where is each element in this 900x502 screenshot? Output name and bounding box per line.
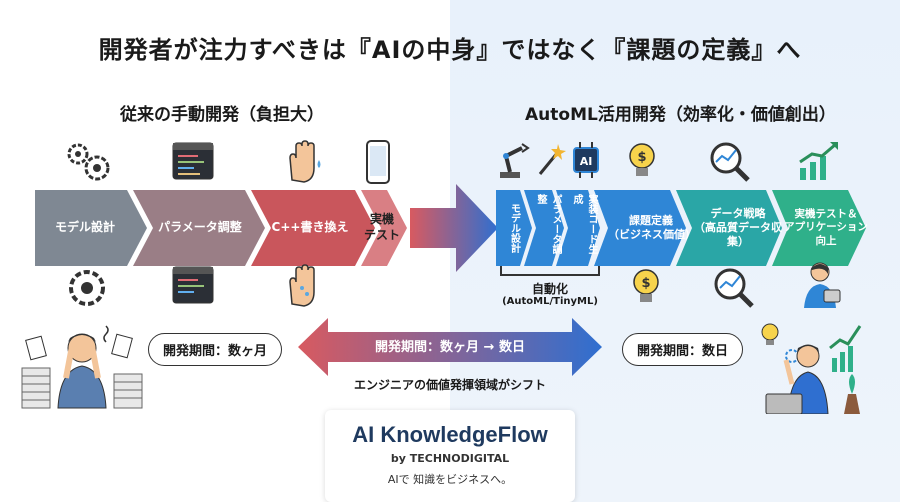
right-duration-bubble: 開発期間：数日	[622, 333, 744, 366]
transition-arrow	[410, 184, 498, 272]
auto-step-model-design: モデル設計	[508, 203, 520, 253]
step-model-design: モデル設計	[54, 220, 115, 235]
happy-engineer-illustration	[761, 323, 862, 414]
magic-wand-icon	[538, 144, 566, 175]
lightbulb-dollar-icon: $	[629, 143, 655, 176]
magnifier-chart-bottom-icon	[714, 268, 754, 308]
step-device-test-app: 実機テスト＆ アプリケーション 向上	[784, 207, 868, 247]
brand-byline: by TECHNODIGITAL	[390, 452, 510, 465]
code-window-bottom-icon	[172, 266, 214, 304]
left-subtitle: 従来の手動開発（負担大）	[120, 105, 324, 125]
svg-text:$: $	[641, 276, 650, 291]
step-data-strategy: データ戦略 （高品質データ収集）	[694, 206, 782, 249]
step-device-test: 実機 テスト	[363, 212, 400, 242]
stressed-engineer-illustration	[21, 325, 143, 409]
right-subtitle: AutoML活用開発（効率化・価値創出）	[525, 105, 836, 125]
magnifier-chart-icon	[710, 142, 750, 182]
person-tablet-icon	[804, 262, 841, 308]
value-shift-label: エンジニアの価値発揮領域がシフト	[353, 378, 546, 392]
ai-chip-icon: AI	[573, 142, 599, 178]
auto-step-code-gen: 実装コード生成	[571, 194, 597, 254]
left-duration-bubble: 開発期間：数ヶ月	[148, 333, 283, 366]
svg-text:AI: AI	[580, 155, 593, 168]
step-problem-definition: 課題定義 （ビジネス価値）	[608, 213, 696, 241]
main-title: 開発者が注力すべきは『AIの中身』ではなく『課題の定義』へ	[98, 36, 802, 64]
svg-text:$: $	[637, 150, 646, 165]
gears-icon	[67, 143, 110, 181]
brand-logo-card: AI KnowledgeFlow by TECHNODIGITAL AIで 知識…	[325, 410, 575, 502]
auto-step-param-tuning: パラメータ調整	[535, 194, 561, 254]
automation-bracket	[500, 266, 600, 276]
step-param-tuning: パラメータ調整	[158, 220, 242, 235]
hand-icon	[289, 140, 321, 183]
automation-sublabel: (AutoML/TinyML)	[502, 296, 598, 307]
smartphone-icon	[366, 140, 390, 184]
code-window-icon	[172, 142, 214, 180]
step-cpp-rewrite: C++書き換え	[271, 220, 349, 235]
left-flow	[35, 190, 407, 266]
duration-double-arrow	[298, 318, 602, 376]
brand-tagline: AIで 知識をビジネスへ。	[387, 473, 513, 486]
automation-label: 自動化	[531, 282, 568, 296]
growth-chart-icon	[799, 142, 838, 180]
duration-arrow-label: 開発期間：数ヶ月 → 数日	[375, 340, 525, 355]
robot-arm-icon	[500, 143, 530, 178]
brand-name: AI KnowledgeFlow	[352, 422, 548, 447]
sweaty-hand-icon	[289, 264, 315, 307]
right-flow	[496, 190, 866, 266]
lightbulb-dollar-bottom-icon: $	[633, 269, 659, 302]
gear-bottom-icon	[69, 270, 105, 306]
